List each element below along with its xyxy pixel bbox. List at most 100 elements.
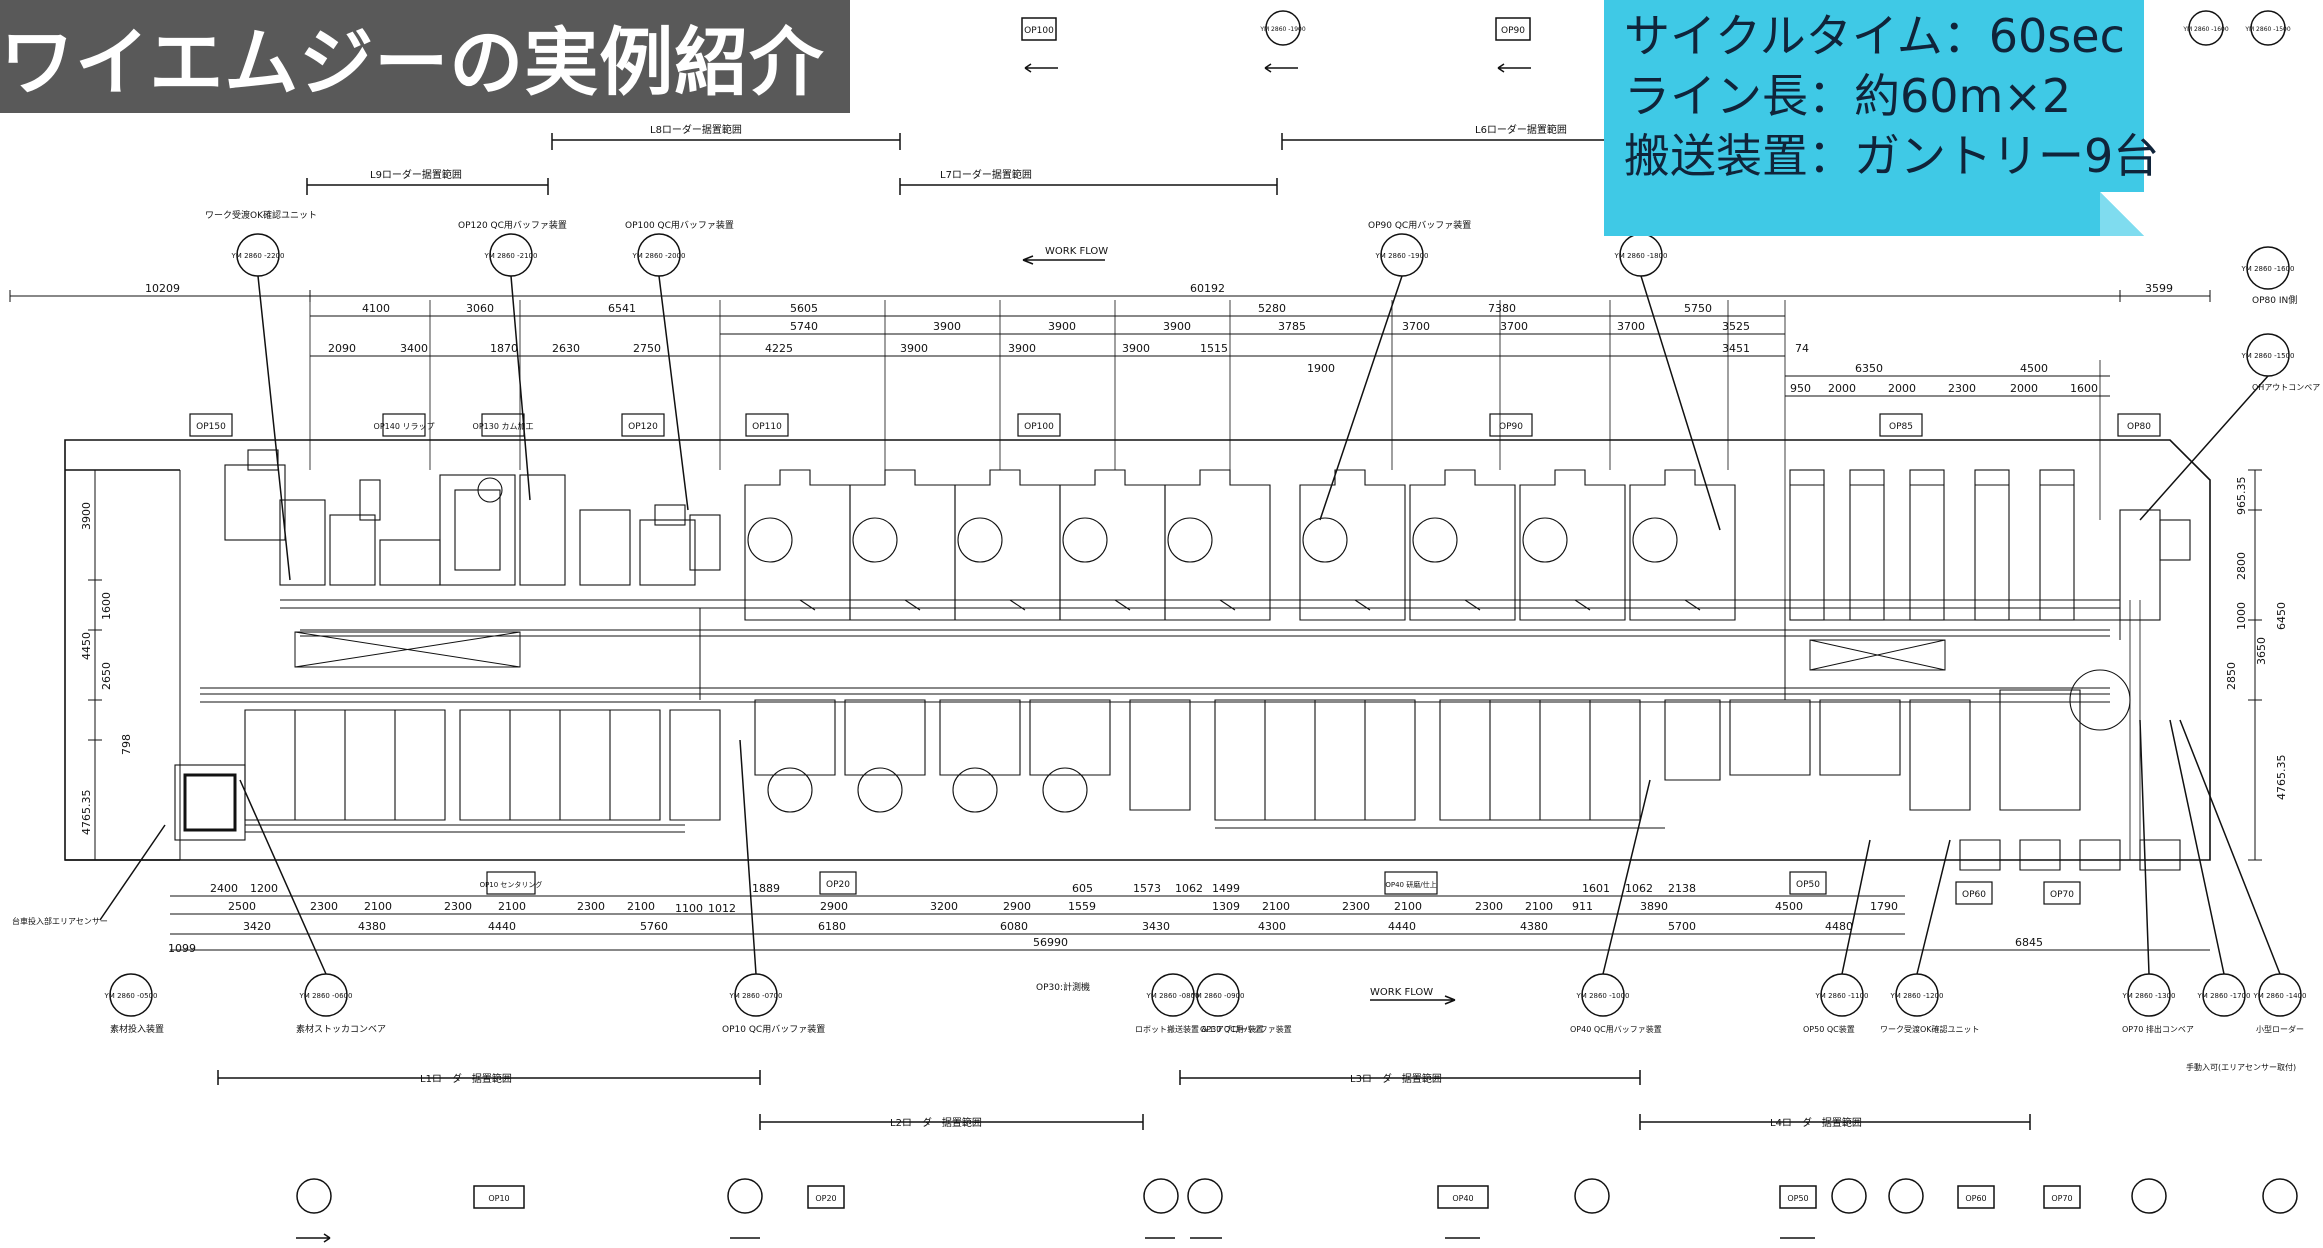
workflow-bottom: WORK FLOW bbox=[1370, 987, 1433, 998]
dim-top2-d: 5605 bbox=[790, 302, 818, 315]
ym-1300: YM 2860 -1300 bbox=[2122, 992, 2176, 1000]
dim-bot2-e: 2100 bbox=[498, 900, 526, 913]
dim-bot3-g: 3430 bbox=[1142, 920, 1170, 933]
dim-bot1-b: 1200 bbox=[250, 882, 278, 895]
dim-top1-b: 60192 bbox=[1190, 282, 1225, 295]
header-ym-1900: YM 2860 -1900 bbox=[1259, 26, 1306, 33]
dim-right-e: 3650 bbox=[2255, 637, 2268, 665]
dim-top4-e: 2750 bbox=[633, 342, 661, 355]
machine-row-bottom-repeat bbox=[244, 669, 2181, 871]
dim-bot3-c: 4440 bbox=[488, 920, 516, 933]
loader-range-l6: L6ローダー据置範囲 bbox=[1475, 123, 1567, 136]
dim-bot2-o: 2100 bbox=[1394, 900, 1422, 913]
dim-top2-b: 3060 bbox=[466, 302, 494, 315]
side-dimensions: 3900 1600 4450 2650 798 4765.35 965.35 2… bbox=[80, 469, 2288, 861]
dim-top3-f: 3700 bbox=[1402, 320, 1430, 333]
footer-tag-op40: OP40 bbox=[1452, 1194, 1473, 1203]
note-op80-in: OP80 IN側 bbox=[2252, 294, 2297, 306]
ym-2000: YM 2860 -2000 bbox=[632, 252, 686, 260]
dim-top4-h: 3900 bbox=[1008, 342, 1036, 355]
ym-0500: YM 2860 -0500 bbox=[104, 992, 158, 1000]
loader-range-l3: L3ローダー据置範囲 bbox=[1350, 1072, 1442, 1085]
ym-1800: YM 2860 -1800 bbox=[1614, 252, 1668, 260]
dim-left-f: 4765.35 bbox=[80, 790, 93, 836]
dim-bot2-d: 2300 bbox=[444, 900, 472, 913]
dim-right-f: 2850 bbox=[2225, 662, 2238, 690]
tag-op70: OP70 bbox=[2050, 890, 2074, 900]
dim-top4-c: 1870 bbox=[490, 342, 518, 355]
tag-op80: OP80 bbox=[2127, 422, 2151, 432]
station-tags-bottom: OP10 センタリング OP20 OP40 研磨/仕上 OP50 OP60 OP… bbox=[480, 871, 2081, 905]
dim-left-c: 4450 bbox=[80, 632, 93, 660]
tag-op100: OP100 bbox=[1024, 422, 1054, 432]
note-material-stocker: 素材ストッカコンベア bbox=[296, 1023, 386, 1035]
dim-bot2-f: 2300 bbox=[577, 900, 605, 913]
title-banner: ワイエムジーの実例紹介 bbox=[0, 0, 850, 113]
dim-bot4-b: 56990 bbox=[1033, 936, 1068, 949]
note-op40-buffer: OP40 QC用バッファ装置 bbox=[1570, 1024, 1662, 1034]
dim-bot1-f: 605 bbox=[1072, 882, 1093, 895]
ym-0800: YM 2860 -0800 bbox=[1146, 992, 1200, 1000]
ym-1000: YM 2860 -1000 bbox=[1576, 992, 1630, 1000]
header-ym-1600: YM 2860 -1600 bbox=[2182, 26, 2229, 33]
note-manual-entry: 手動入可(エリアセンサー取付) bbox=[2186, 1062, 2296, 1072]
dim-top3-g: 3700 bbox=[1500, 320, 1528, 333]
dim-top3-c: 3900 bbox=[1048, 320, 1076, 333]
tag-op10: OP10 センタリング bbox=[480, 880, 543, 889]
dim-bot2-c: 2100 bbox=[364, 900, 392, 913]
header-strip: OP100 OP90 YM 2860 -1900 YM 2860 -1600 Y… bbox=[1021, 10, 2291, 73]
header-tag-op90: OP90 bbox=[1501, 26, 1525, 36]
machine-row-top-repeat bbox=[744, 469, 1736, 621]
dim-bot2-k: 1559 bbox=[1068, 900, 1096, 913]
dim-bot2-p: 2300 bbox=[1475, 900, 1503, 913]
tag-op90: OP90 bbox=[1499, 422, 1523, 432]
dim-top2-a: 4100 bbox=[362, 302, 390, 315]
gantry-rails bbox=[200, 599, 2141, 860]
note-op30-measure: OP30:計測機 bbox=[1036, 981, 1090, 993]
loader-range-l2: L2ローダー据置範囲 bbox=[890, 1116, 982, 1129]
dim-top2-g: 5750 bbox=[1684, 302, 1712, 315]
ym-1200: YM 2860 -1200 bbox=[1890, 992, 1944, 1000]
dim-bot2-r: 911 bbox=[1572, 900, 1593, 913]
dim-bot2-m: 2100 bbox=[1262, 900, 1290, 913]
dim-bot3-d: 5760 bbox=[640, 920, 668, 933]
dim-top4-d: 2630 bbox=[552, 342, 580, 355]
dimension-chain-bottom: 2400 1200 1100 1012 1889 605 1573 1062 1… bbox=[168, 882, 2210, 955]
ym-1500-right: YM 2860 -1500 bbox=[2241, 352, 2295, 360]
note-op30-buffer: OP30 QC用バッファ装置 bbox=[1200, 1024, 1292, 1034]
note-op100-buffer: OP100 QC用バッファ装置 bbox=[625, 219, 734, 231]
dim-top4-g: 3900 bbox=[900, 342, 928, 355]
workflow-top: WORK FLOW bbox=[1045, 246, 1108, 257]
spec-callout-fold-shadow bbox=[2100, 192, 2144, 236]
loader-ranges-bottom: L1ローダー据置範囲 L2ローダー据置範囲 L3ローダー据置範囲 L4ローダー据… bbox=[217, 1070, 2031, 1130]
dim-top3-a: 5740 bbox=[790, 320, 818, 333]
tag-op110: OP110 bbox=[752, 422, 782, 432]
dim-right-c: 6450 bbox=[2275, 602, 2288, 630]
ym-1900: YM 2860 -1900 bbox=[1375, 252, 1429, 260]
dim-bot1-h: 1062 bbox=[1175, 882, 1203, 895]
dim-top5-b: 4500 bbox=[2020, 362, 2048, 375]
dim-top2-e: 5280 bbox=[1258, 302, 1286, 315]
dim-bot3-j: 4380 bbox=[1520, 920, 1548, 933]
station-tags-top: OP150 OP140 リラップ OP130 カム加工 OP120 OP110 … bbox=[189, 413, 2161, 437]
machines-bottom-row bbox=[174, 669, 2181, 871]
note-work-transfer-unit: ワーク受渡OK確認ユニット bbox=[205, 209, 317, 221]
loader-range-l8: L8ローダー据置範囲 bbox=[650, 123, 742, 136]
ym-0600: YM 2860 -0600 bbox=[299, 992, 353, 1000]
dim-bot2-u: 1790 bbox=[1870, 900, 1898, 913]
line-boundary bbox=[64, 439, 2211, 861]
tag-op20: OP20 bbox=[826, 880, 850, 890]
tag-op120: OP120 bbox=[628, 422, 658, 432]
dim-bot2-n: 2300 bbox=[1342, 900, 1370, 913]
dim-right-b: 2800 bbox=[2235, 552, 2248, 580]
dim-top3-d: 3900 bbox=[1163, 320, 1191, 333]
ym-2100: YM 2860 -2100 bbox=[484, 252, 538, 260]
dim-right-g: 4765.35 bbox=[2275, 755, 2288, 801]
ym-1600-right: YM 2860 -1600 bbox=[2241, 265, 2295, 273]
tag-op150: OP150 bbox=[196, 422, 226, 432]
dim-bot1-i: 1499 bbox=[1212, 882, 1240, 895]
tag-op85: OP85 bbox=[1889, 422, 1913, 432]
dim-bot1-g: 1573 bbox=[1133, 882, 1161, 895]
dim-bot2-s: 3890 bbox=[1640, 900, 1668, 913]
dim-bot1-e: 1889 bbox=[752, 882, 780, 895]
